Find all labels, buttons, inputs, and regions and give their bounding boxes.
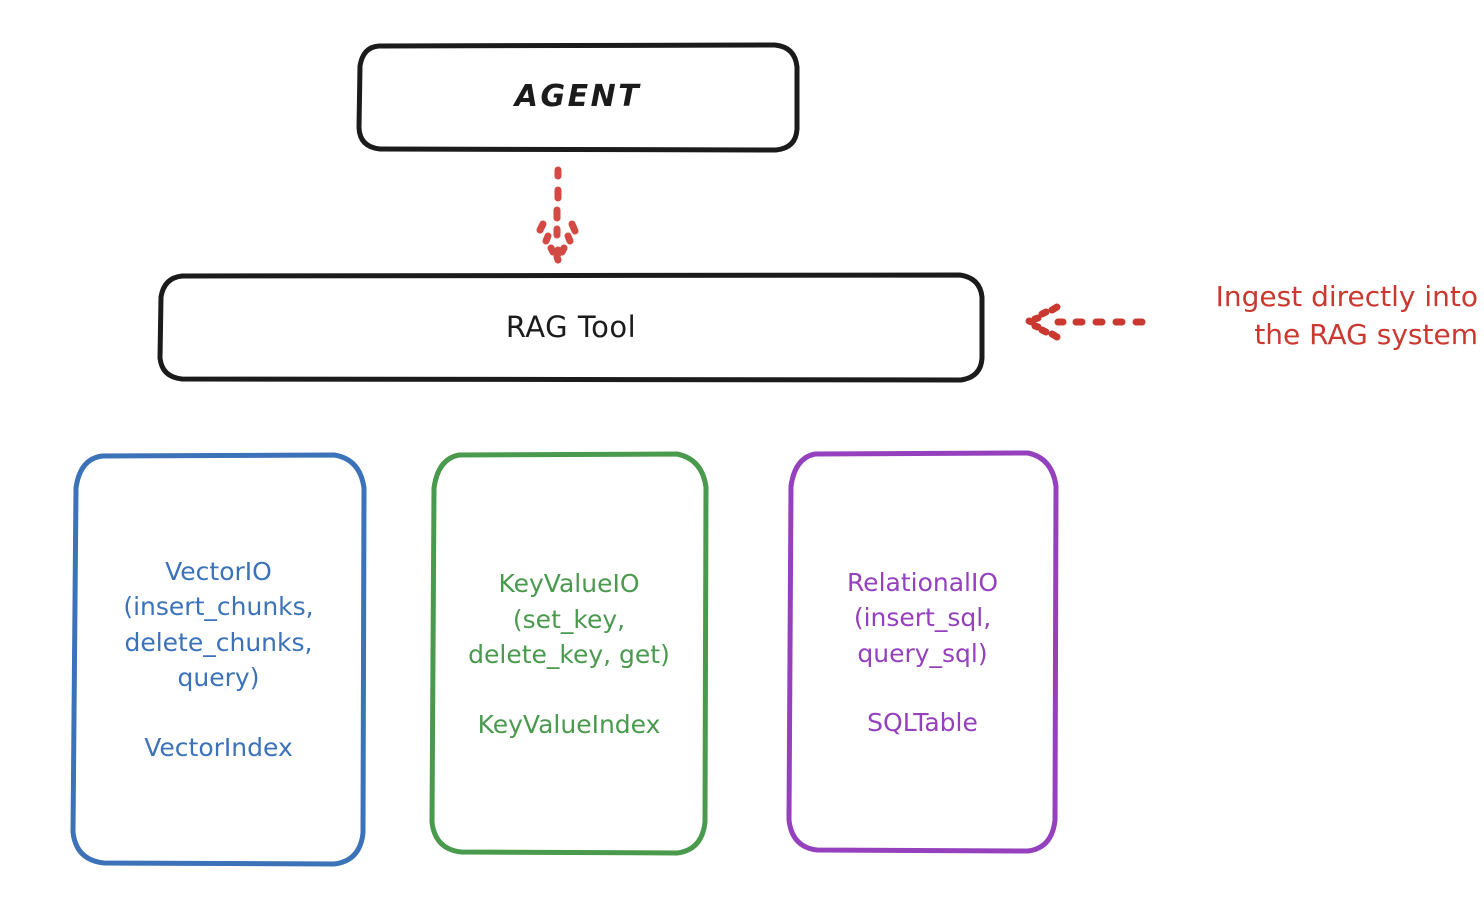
vector-io-index: VectorIndex <box>144 732 293 762</box>
relational-io-table: SQLTable <box>867 708 978 737</box>
vector-io-node[interactable]: VectorIO (insert_chunks, delete_chunks, … <box>68 450 369 869</box>
ingest-annotation-label: Ingest directly into the RAG system <box>1215 280 1478 351</box>
vector-io-methods: VectorIO (insert_chunks, delete_chunks, … <box>123 556 314 693</box>
agent-node-label: AGENT <box>514 79 642 115</box>
key-value-io-methods: KeyValueIO (set_key, delete_key, get) <box>468 569 670 669</box>
rag-tool-node-label: RAG Tool <box>505 309 637 344</box>
agent-node[interactable]: AGENT <box>355 42 801 153</box>
rag-tool-node[interactable]: RAG Tool <box>156 272 986 383</box>
key-value-io-node[interactable]: KeyValueIO (set_key, delete_key, get) Ke… <box>427 450 711 858</box>
key-value-io-index: KeyValueIndex <box>477 709 661 739</box>
relational-io-methods: RelationalIO (insert_sql, query_sql) <box>846 567 999 668</box>
relational-io-node[interactable]: RelationalIO (insert_sql, query_sql) SQL… <box>784 449 1061 856</box>
